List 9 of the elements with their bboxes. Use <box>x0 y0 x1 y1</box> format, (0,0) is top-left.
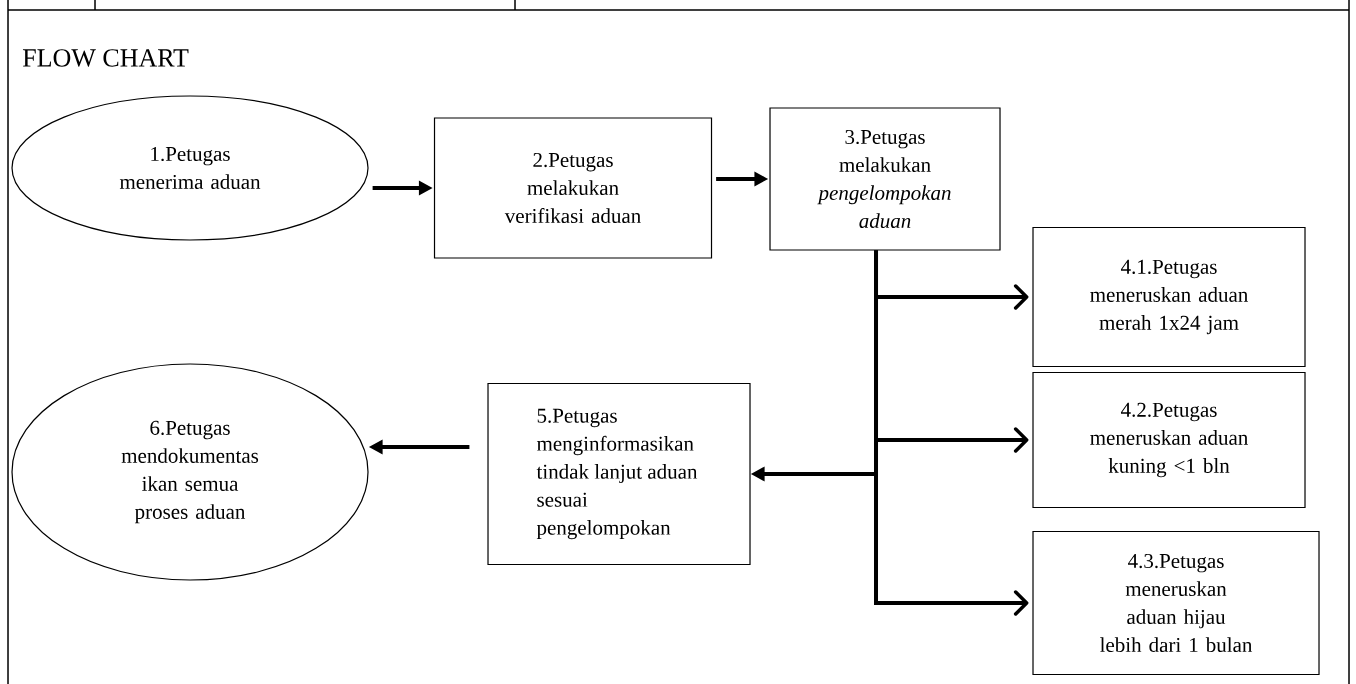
process-box: 3.Petugas melakukan pengelompokan aduan <box>769 107 1001 251</box>
title: FLOW CHART <box>22 49 189 67</box>
process-box: 4.3.Petugas meneruskan aduan hijau lebih dari 1 bulan <box>1032 530 1320 676</box>
ellipse-node: 6.Petugas mendokumentas ikan semua proses aduan <box>11 363 369 581</box>
process-box: 4.2.Petugas meneruskan aduan kuning <1 bln <box>1032 371 1306 509</box>
process-box: 4.1.Petugas meneruskan aduan merah 1x24 jam <box>1032 226 1306 368</box>
process-box: 2.Petugas melakukan verifikasi aduan <box>433 117 713 259</box>
ellipse-node: 1.Petugas menerima aduan <box>11 95 369 241</box>
process-box: 5.Petugas menginformasikan tindak lanjut aduan sesuai pengelompokan <box>487 382 751 566</box>
